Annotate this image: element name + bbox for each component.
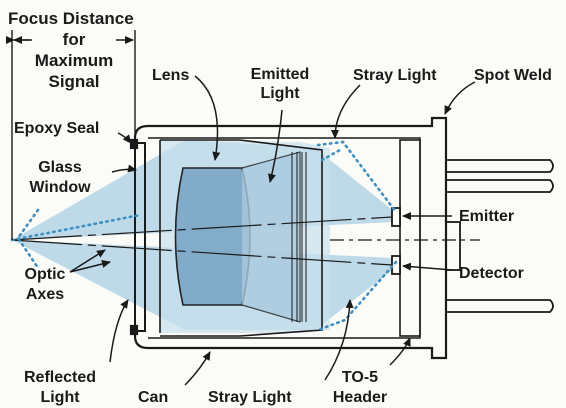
stray-light-top bbox=[316, 140, 398, 214]
label-detector: Detector bbox=[459, 265, 524, 282]
header-side-tab bbox=[445, 221, 461, 271]
lens-retainer bbox=[159, 139, 323, 337]
label-epoxy-seal: Epoxy Seal bbox=[14, 120, 99, 137]
label-reflected-line2: Light bbox=[40, 389, 80, 406]
label-focus-line2: for bbox=[63, 30, 86, 49]
optic-arrow-1 bbox=[69, 249, 106, 273]
label-glass-line1: Glass bbox=[38, 159, 82, 176]
label-focus-line1: Focus Distance bbox=[8, 9, 134, 28]
label-stray-bottom: Stray Light bbox=[208, 389, 292, 406]
stray-light-top-inner bbox=[320, 148, 342, 162]
label-emitter: Emitter bbox=[459, 208, 514, 225]
label-optic-line2: Axes bbox=[26, 286, 64, 303]
epoxy-seal-top bbox=[129, 138, 139, 150]
optic-axes bbox=[11, 216, 480, 266]
reflected-light-dotted-left bbox=[16, 208, 40, 270]
label-reflected-line1: Reflected bbox=[24, 369, 96, 386]
can-housing bbox=[129, 116, 461, 360]
lens-element bbox=[174, 167, 251, 306]
detector-arrow bbox=[402, 262, 453, 271]
can-arrow bbox=[184, 351, 211, 386]
reflected-arrow bbox=[109, 299, 129, 363]
leader-arrows bbox=[69, 75, 476, 386]
lens-arrow bbox=[194, 75, 221, 161]
label-emitted-line2: Light bbox=[260, 85, 300, 102]
label-optic-line1: Optic bbox=[25, 266, 66, 283]
lead-middle bbox=[446, 179, 554, 193]
lens-back-taper bbox=[241, 151, 301, 323]
optic-axis-lower bbox=[11, 239, 393, 266]
label-glass-line2: Window bbox=[29, 179, 91, 196]
label-spot-weld: Spot Weld bbox=[474, 67, 552, 84]
stray-top-arrow bbox=[331, 84, 361, 139]
glass-arrow bbox=[111, 164, 137, 173]
filter-plates bbox=[291, 152, 307, 322]
lead-bottom bbox=[446, 299, 554, 313]
glass-window bbox=[134, 142, 146, 332]
spot-weld-arrow bbox=[444, 81, 476, 115]
emitted-arrow bbox=[268, 109, 283, 183]
epoxy-seal-bottom bbox=[129, 324, 139, 336]
label-can: Can bbox=[138, 389, 168, 406]
label-emitted-line1: Emitted bbox=[251, 66, 310, 83]
label-stray-top: Stray Light bbox=[353, 67, 437, 84]
focus-dimension bbox=[6, 30, 136, 240]
label-to5-line1: TO-5 bbox=[342, 369, 378, 386]
leads bbox=[446, 159, 554, 313]
label-lens: Lens bbox=[152, 67, 189, 84]
labels: Focus Distance for Maximum Signal Lens E… bbox=[8, 9, 552, 406]
stray-light-bottom bbox=[316, 260, 398, 332]
label-to5-line2: Header bbox=[333, 389, 387, 406]
detector-chip bbox=[391, 255, 401, 275]
optic-axis-upper bbox=[11, 216, 393, 241]
emitter-chip bbox=[391, 207, 401, 227]
to5-header-body bbox=[399, 139, 421, 337]
to5-arrow bbox=[389, 337, 411, 366]
optic-arrow-2 bbox=[69, 260, 111, 273]
epoxy-arrow bbox=[117, 132, 132, 144]
label-focus-line3: Maximum bbox=[35, 51, 113, 70]
reflected-light-dotted-in bbox=[10, 213, 142, 242]
lead-top bbox=[446, 159, 554, 173]
stray-bottom-arrow bbox=[324, 299, 354, 381]
label-focus-line4: Signal bbox=[48, 72, 99, 91]
stray-light-paths bbox=[10, 140, 398, 332]
